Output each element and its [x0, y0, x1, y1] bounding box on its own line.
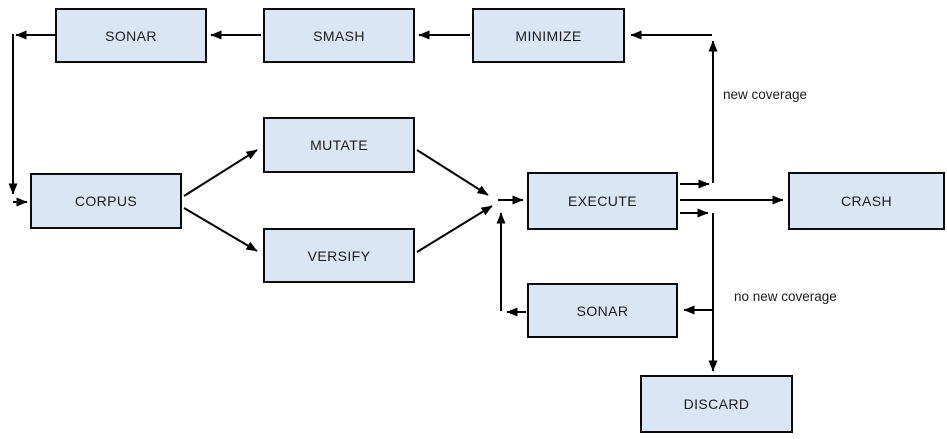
edge-versify-to-junction: [416, 205, 493, 253]
node-discard: DISCARD: [640, 375, 793, 433]
edge-corpus-to-versify: [183, 207, 258, 252]
edge-label-new-coverage: new coverage: [723, 87, 808, 102]
node-mutate: MUTATE: [263, 117, 415, 173]
edge-corpus-to-mutate: [183, 149, 258, 197]
node-smash: SMASH: [263, 8, 415, 63]
node-corpus: CORPUS: [30, 173, 182, 229]
edge-mutate-to-junction: [416, 149, 489, 196]
node-crash: CRASH: [788, 172, 945, 230]
node-versify: VERSIFY: [263, 228, 415, 283]
node-minimize: MINIMIZE: [472, 8, 625, 63]
node-execute: EXECUTE: [527, 172, 678, 230]
node-sonar-bottom: SONAR: [527, 283, 678, 338]
edge-label-no-new-coverage: no new coverage: [734, 289, 837, 304]
node-sonar-top: SONAR: [55, 8, 207, 63]
